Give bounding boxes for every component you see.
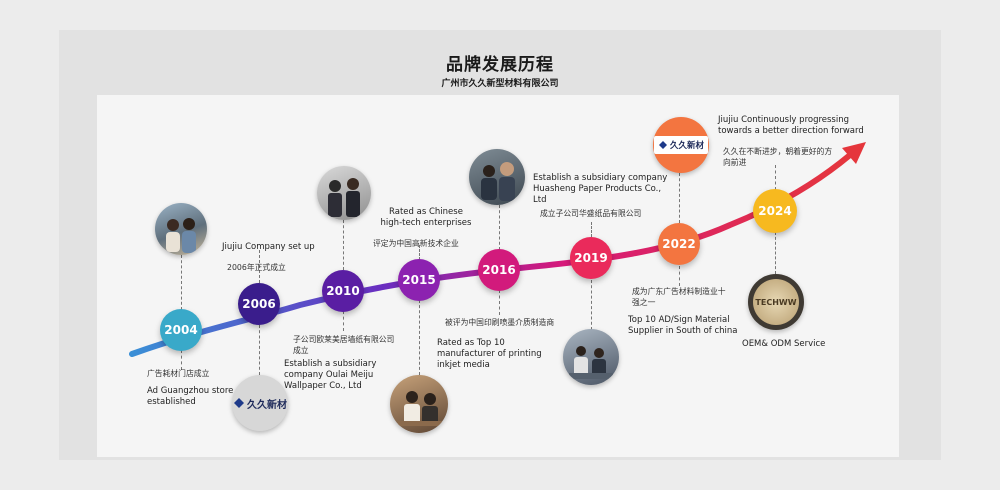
- year-node-2006: 2006: [238, 283, 280, 325]
- connector-2015-up: [419, 245, 420, 260]
- logo-circle-jiujiu: 久久新材: [232, 375, 288, 431]
- connector-2006-up: [259, 250, 260, 283]
- connector-2016-down: [499, 290, 500, 315]
- milestone-2016-cn: 被评为中国印刷喷墨介质制造商: [445, 318, 555, 327]
- connector-2015-down: [419, 300, 420, 375]
- techww-logo: TECHWW: [753, 279, 799, 325]
- milestone-2016-en: Rated as Top 10 manufacturer of printing…: [437, 338, 542, 370]
- milestone-2022-en: Top 10 AD/Sign Material Supplier in Sout…: [628, 315, 738, 336]
- logo-circle-techww: TECHWW: [748, 274, 804, 330]
- jiujiu-logo: 久久新材: [233, 396, 287, 411]
- jiujiu-mark-icon: [658, 141, 667, 149]
- milestone-2024-cn: 久久在不断进步，朝着更好的方向前进: [723, 147, 833, 167]
- year-node-2015: 2015: [398, 259, 440, 301]
- connector-2022-up: [679, 173, 680, 223]
- connector-2006-down: [259, 325, 260, 375]
- milestone-2019-en: Establish a subsidiary company Huasheng …: [533, 173, 668, 205]
- year-node-2022: 2022: [658, 223, 700, 265]
- connector-2022-down: [679, 266, 680, 286]
- year-node-2016: 2016: [478, 249, 520, 291]
- milestone-2004-cn: 广告耗材门店成立: [147, 369, 210, 378]
- photo-team-work: [563, 329, 619, 385]
- connector-2010-down: [343, 311, 344, 331]
- milestone-2015-en: Rated as Chinese high-tech enterprises: [380, 207, 472, 228]
- connector-2024-down: [775, 232, 776, 274]
- photo-store-team: [155, 203, 207, 255]
- jiujiu-mark-icon: [234, 398, 244, 408]
- connector-2004-down: [181, 350, 182, 370]
- milestone-2024-en: Jiujiu Continuously progressing towards …: [718, 115, 864, 136]
- year-node-2010: 2010: [322, 270, 364, 312]
- page-subtitle: 广州市久久新型材料有限公司: [441, 79, 559, 89]
- connector-2010-up: [343, 220, 344, 270]
- logo-circle-2022: 久久新材: [653, 117, 709, 173]
- connector-2016-up: [499, 205, 500, 250]
- jiujiu-logo-white: 久久新材: [653, 136, 708, 154]
- year-node-2004: 2004: [160, 309, 202, 351]
- year-node-2024: 2024: [753, 189, 797, 233]
- milestone-2004-en: Ad Guangzhou store established: [147, 386, 234, 407]
- milestone-2022-cn: 成为广东广告材料制造业十强之一: [632, 287, 726, 307]
- milestone-2010-cn: 子公司欧莱美居墙纸有限公司成立: [293, 335, 395, 355]
- milestone-2006-cn: 2006年正式成立: [227, 263, 286, 272]
- connector-2019-up: [591, 222, 592, 237]
- milestone-2019-cn: 成立子公司华盛纸品有限公司: [540, 209, 642, 218]
- connector-2004-up: [181, 255, 182, 310]
- year-node-2019: 2019: [570, 237, 612, 279]
- photo-business-handshake: [317, 166, 371, 220]
- connector-2024-up: [775, 165, 776, 190]
- milestone-2006-en: Jiujiu Company set up: [222, 242, 315, 252]
- milestone-2010-en: Establish a subsidiary company Oulai Mei…: [284, 359, 377, 391]
- milestone-2015-cn: 评定为中国高新技术企业: [373, 239, 459, 248]
- photo-office-discussion: [390, 375, 448, 433]
- page-title: 品牌发展历程: [446, 55, 554, 75]
- oem-odm-text: OEM& ODM Service: [742, 339, 826, 349]
- connector-2019-down: [591, 280, 592, 330]
- photo-office-meeting: [469, 149, 525, 205]
